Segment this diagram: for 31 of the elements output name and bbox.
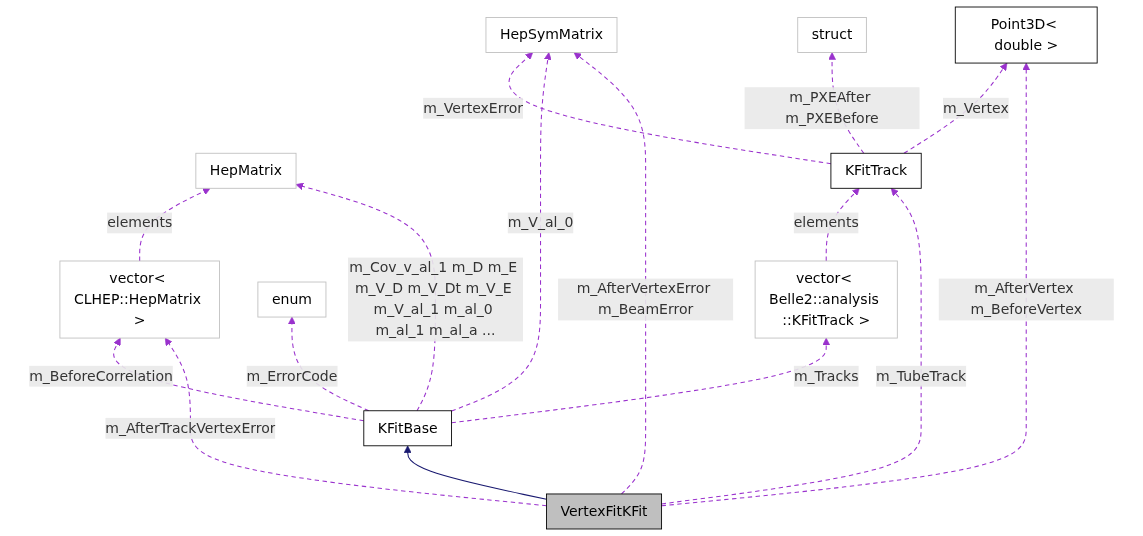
edge-label: m_BeforeCorrelation: [29, 367, 173, 385]
edge-label: m_Vertex: [943, 99, 1009, 117]
arrow: [573, 52, 647, 495]
node-box: HepMatrix: [195, 152, 297, 189]
arrow: [508, 52, 832, 165]
edge-label: m_AfterVertex m_BeforeVertex: [970, 280, 1082, 318]
edge-label: elements: [793, 214, 859, 231]
edge-label: m_Cov_v_al_1 m_D m_E m_V_D m_V_Dt m_V_E m_V_al_1 m_al_0 m_al_1 m_al_a ...: [349, 259, 518, 339]
edge-label: m_AfterTrackVertexError: [105, 419, 276, 437]
node-box: struct: [797, 17, 867, 53]
edge-label: elements: [107, 214, 173, 231]
edge-label: m_VertexError: [423, 99, 524, 117]
edge-label: m_Tracks: [793, 367, 859, 385]
node-box: Point3D< double >: [954, 6, 1098, 64]
node-box: vector< CLHEP::HepMatrix >: [59, 260, 220, 339]
node-box: vector< Belle2::analysis ::KFitTrack >: [754, 260, 898, 339]
arrow: [164, 337, 547, 507]
edge-label: m_V_al_0: [507, 214, 574, 231]
arrow: [403, 445, 547, 500]
edge-label: m_ErrorCode: [246, 367, 338, 385]
node-box: KFitBase: [363, 410, 452, 447]
edge-label: m_AfterVertexError m_BeamError: [576, 280, 711, 318]
node-box: KFitTrack: [830, 152, 922, 189]
node-box: HepSymMatrix: [485, 17, 618, 53]
edge-label: m_TubeTrack: [876, 367, 967, 385]
arrow: [451, 52, 552, 412]
arrow: [113, 337, 365, 422]
node-box: VertexFitKFit: [546, 493, 663, 530]
arrow: [451, 337, 831, 424]
node-box: enum: [257, 281, 327, 318]
edge-label: m_PXEAfter m_PXEBefore: [785, 88, 879, 127]
